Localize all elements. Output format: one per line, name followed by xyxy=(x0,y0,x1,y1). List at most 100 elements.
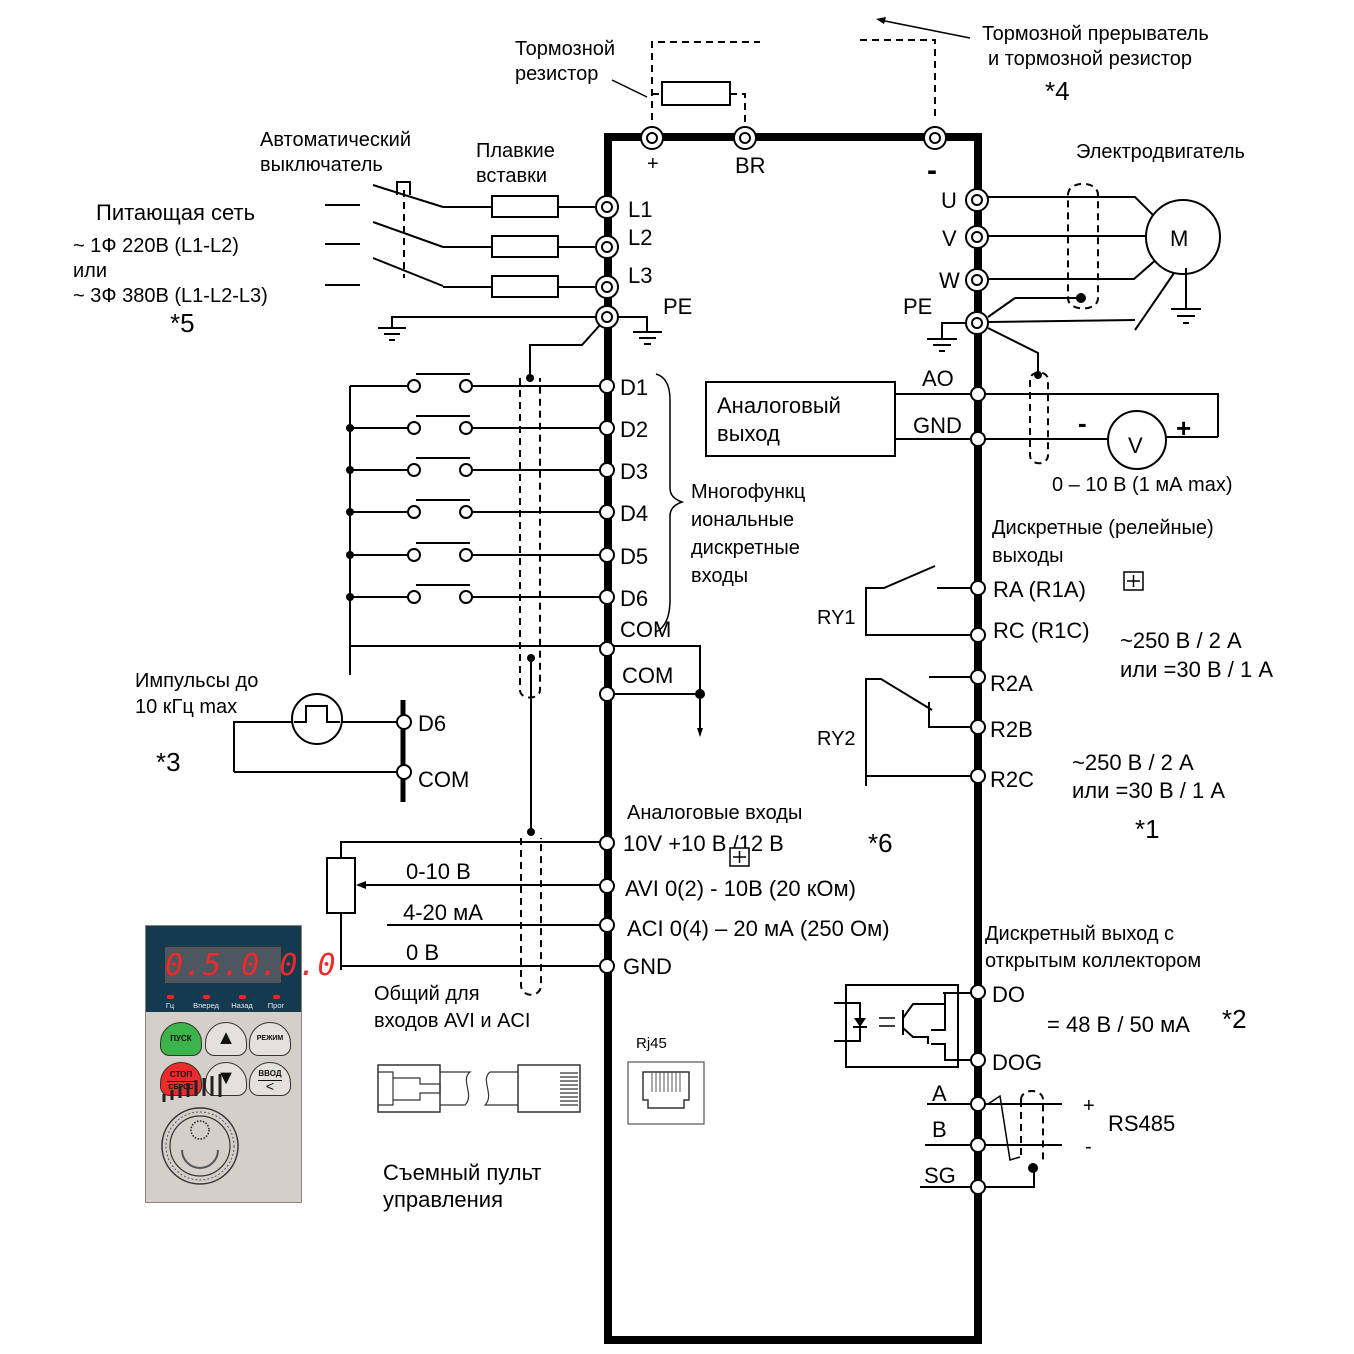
breaker-label-2: выключатель xyxy=(260,154,383,176)
terminal-br[interactable] xyxy=(733,126,757,150)
wire-0v-label: 0 В xyxy=(406,940,439,965)
shield-link-junction xyxy=(527,654,535,662)
brake-chopper-note: *4 xyxy=(1045,76,1070,106)
terminal-pe-motor[interactable] xyxy=(965,311,989,335)
ai-shield-junction xyxy=(527,828,535,836)
motor-symbol xyxy=(1145,199,1221,275)
terminal-ai-gnd[interactable] xyxy=(599,958,615,974)
terminal-dog[interactable] xyxy=(970,1052,986,1068)
com-wire xyxy=(350,645,701,735)
terminal-pe-input-label: PE xyxy=(663,294,692,319)
terminal-com-pulse[interactable] xyxy=(396,764,412,780)
terminal-u[interactable] xyxy=(965,188,989,212)
terminal-d6-pulse[interactable] xyxy=(396,714,412,730)
terminal-r2b[interactable] xyxy=(970,719,986,735)
terminal-l1[interactable] xyxy=(595,195,619,219)
terminal-r2b-label: R2B xyxy=(990,717,1033,742)
terminal-l2[interactable] xyxy=(595,235,619,259)
keypad-caption-1: Съемный пульт xyxy=(383,1160,541,1185)
open-collector-note: *2 xyxy=(1222,1004,1247,1034)
keypad-display: 0.5.0.0.0 xyxy=(164,946,337,984)
mode-button[interactable]: РЕЖИМ xyxy=(249,1022,291,1056)
analog-output-box xyxy=(705,381,896,457)
power-line-2: или xyxy=(73,260,107,282)
terminal-d6[interactable] xyxy=(599,589,615,605)
relay-ry2-label: RY2 xyxy=(817,728,856,750)
terminal-d4-label: D4 xyxy=(620,501,648,526)
terminal-10v[interactable] xyxy=(599,835,615,851)
rj45-label: Rj45 xyxy=(636,1035,667,1052)
terminal-d3[interactable] xyxy=(599,462,615,478)
terminal-ra-label: RA (R1A) xyxy=(993,577,1086,602)
switch-contact-left xyxy=(407,421,421,435)
terminal-d4[interactable] xyxy=(599,504,615,520)
brake-chopper-arrowhead xyxy=(876,17,886,24)
terminal-10v-label: 10V +10 В /12 В xyxy=(623,831,784,856)
terminal-v[interactable] xyxy=(965,225,989,249)
speed-knob[interactable] xyxy=(160,1074,240,1185)
terminal-do[interactable] xyxy=(970,984,986,1000)
terminal-pe-motor-label: PE xyxy=(903,294,932,319)
enter-button[interactable]: ВВОД < xyxy=(249,1062,291,1096)
terminal-ai-gnd-label: GND xyxy=(623,954,672,979)
terminal-d1[interactable] xyxy=(599,378,615,394)
terminal-ra[interactable] xyxy=(970,580,986,596)
analog-output-range: 0 – 10 В (1 мА max) xyxy=(1052,474,1233,496)
terminal-r2a[interactable] xyxy=(970,669,986,685)
ai-shield-cable xyxy=(520,838,542,996)
rj45-port-icon[interactable] xyxy=(627,1061,705,1125)
open-collector-rating: = 48 В / 50 мА xyxy=(1047,1012,1190,1037)
com-arrowhead xyxy=(697,728,703,737)
terminal-u-label: U xyxy=(941,188,957,213)
terminal-com-1-label: COM xyxy=(620,617,671,642)
brake-chopper-label-1: Тормозной прерыватель xyxy=(982,23,1209,45)
rj45-cable-icon xyxy=(377,1064,581,1113)
up-button[interactable]: ▲ xyxy=(205,1022,247,1056)
terminal-l3-label: L3 xyxy=(628,263,652,288)
switch-contact-left xyxy=(407,379,421,393)
switch-contact-right xyxy=(459,421,473,435)
relay-title-1: Дискретные (релейные) xyxy=(992,517,1214,539)
di-shield-cable xyxy=(519,378,541,699)
fuses-label-2: вставки xyxy=(476,165,547,187)
terminal-l3[interactable] xyxy=(595,275,619,299)
terminal-aci-label: ACI 0(4) – 20 мА (250 Ом) xyxy=(627,916,890,941)
power-title: Питающая сеть xyxy=(96,200,255,225)
terminal-com-2-label: COM xyxy=(622,663,673,688)
motor-title: Электродвигатель xyxy=(1076,141,1245,163)
power-line-3: ~ 3Ф 380В (L1-L2-L3) xyxy=(73,285,268,307)
terminal-minus[interactable] xyxy=(923,126,947,150)
pulse-d6-label: D6 xyxy=(418,711,446,736)
terminal-ao-gnd-label: GND xyxy=(913,413,962,438)
terminal-r2c[interactable] xyxy=(970,768,986,784)
digital-input-row: D1 xyxy=(350,373,648,400)
digital-inputs-group-label-4: входы xyxy=(691,565,748,587)
terminal-com-1[interactable] xyxy=(599,641,615,657)
terminal-aci[interactable] xyxy=(599,917,615,933)
terminal-ao[interactable] xyxy=(970,386,986,402)
terminal-rs485-b[interactable] xyxy=(970,1137,986,1153)
terminal-rs485-sg[interactable] xyxy=(970,1179,986,1195)
ry2-rating-2: или =30 В / 1 А xyxy=(1072,778,1225,803)
removable-keypad: 0.5.0.0.0 Гц Вперед Назад Прог ПУСК ▲ РЕ… xyxy=(145,925,337,1203)
digital-inputs-group-label-3: дискретные xyxy=(691,537,800,559)
pulse-label-1: Импульсы до xyxy=(135,670,258,692)
terminal-w[interactable] xyxy=(965,268,989,292)
digital-input-row: D3 xyxy=(346,457,648,484)
ao-shield-cable xyxy=(1029,371,1049,465)
analog-inputs-title: Аналоговые входы xyxy=(627,802,802,824)
led-prog: Прог xyxy=(258,995,294,1010)
pulse-wire-com xyxy=(233,721,292,772)
terminal-plus[interactable] xyxy=(640,126,664,150)
terminal-d5[interactable] xyxy=(599,547,615,563)
plus-box-icon-cross xyxy=(733,851,746,863)
run-button[interactable]: ПУСК xyxy=(160,1022,202,1056)
terminal-d6-label: D6 xyxy=(620,586,648,611)
terminal-d2[interactable] xyxy=(599,420,615,436)
pulse-note: *3 xyxy=(156,747,181,777)
terminal-ao-gnd[interactable] xyxy=(970,431,986,447)
terminal-avi[interactable] xyxy=(599,878,615,894)
terminal-rc[interactable] xyxy=(970,627,986,643)
terminal-rs485-a[interactable] xyxy=(970,1096,986,1112)
terminal-com-2[interactable] xyxy=(599,686,615,702)
